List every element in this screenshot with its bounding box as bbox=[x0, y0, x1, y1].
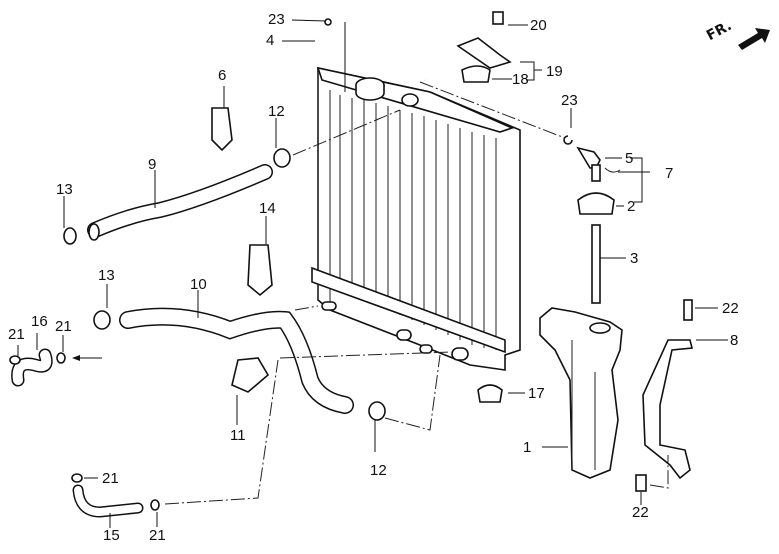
callout-2[interactable]: 2 bbox=[627, 198, 636, 215]
callout-23-right[interactable]: 23 bbox=[561, 92, 578, 109]
callout-21-d[interactable]: 21 bbox=[149, 527, 166, 544]
callout-13-lower[interactable]: 13 bbox=[98, 267, 115, 284]
callout-5[interactable]: 5 bbox=[625, 150, 634, 167]
callout-11[interactable]: 11 bbox=[230, 427, 246, 444]
callout-13[interactable]: 13 bbox=[56, 181, 73, 198]
callout-10[interactable]: 10 bbox=[190, 276, 207, 293]
callout-21-a[interactable]: 21 bbox=[8, 326, 25, 343]
callout-9[interactable]: 9 bbox=[148, 156, 157, 173]
radiator[interactable] bbox=[311, 66, 521, 371]
callout-18[interactable]: 18 bbox=[512, 71, 529, 88]
callout-14[interactable]: 14 bbox=[259, 200, 276, 217]
callout-21-b[interactable]: 21 bbox=[55, 318, 72, 335]
callout-22[interactable]: 22 bbox=[722, 300, 739, 317]
callout-21-c[interactable]: 21 bbox=[102, 470, 119, 487]
callout-1[interactable]: 1 bbox=[523, 439, 532, 456]
callout-12[interactable]: 12 bbox=[268, 103, 285, 120]
callout-23[interactable]: 23 bbox=[268, 11, 285, 28]
callout-3[interactable]: 3 bbox=[630, 250, 639, 267]
reserve-tank[interactable] bbox=[539, 307, 623, 479]
callout-6[interactable]: 6 bbox=[218, 67, 227, 84]
callout-15[interactable]: 15 bbox=[103, 527, 120, 544]
callout-7[interactable]: 7 bbox=[665, 165, 674, 182]
callout-22-lower[interactable]: 22 bbox=[632, 504, 649, 521]
callout-8[interactable]: 8 bbox=[730, 332, 739, 349]
callout-12-lower[interactable]: 12 bbox=[370, 462, 387, 479]
callout-16[interactable]: 16 bbox=[31, 313, 48, 330]
callout-20[interactable]: 20 bbox=[530, 17, 547, 34]
callout-17[interactable]: 17 bbox=[528, 385, 545, 402]
front-direction-arrow-icon bbox=[738, 28, 770, 50]
callout-4[interactable]: 4 bbox=[266, 32, 275, 49]
callout-19[interactable]: 19 bbox=[546, 63, 563, 80]
